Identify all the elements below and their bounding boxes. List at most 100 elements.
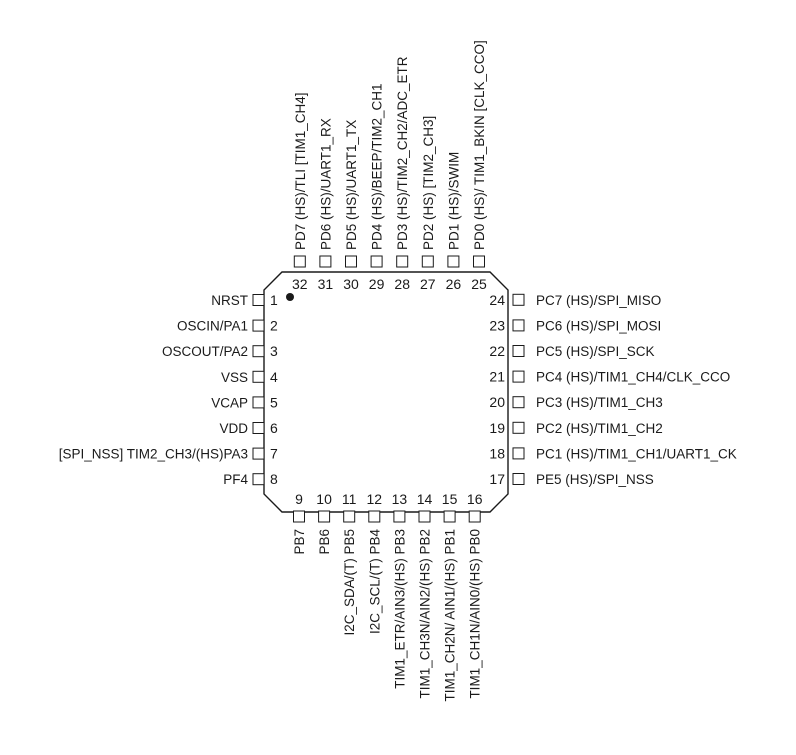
- pin-28-pad: [396, 255, 409, 268]
- pin-32: 32 PD7 (HS)/TLI [TIM1_CH4]: [292, 92, 308, 292]
- pin-15-label: TIM1_CH2N/ AIN1/(HS) PB1: [443, 529, 458, 702]
- pin-12-label: I2C_SCL/(T) PB4: [367, 529, 382, 635]
- pin-31-label: PD6 (HS)/UART1_RX: [318, 118, 333, 250]
- pin-9-label: PB7: [292, 529, 307, 555]
- pin-20-number: 20: [489, 394, 505, 410]
- pin-14-number: 14: [417, 491, 433, 507]
- pin-32-label: PD7 (HS)/TLI [TIM1_CH4]: [293, 92, 308, 250]
- pin-21-number: 21: [489, 369, 505, 385]
- pin-23-label: PC6 (HS)/SPI_MOSI: [536, 318, 661, 333]
- pin-31-number: 31: [318, 276, 334, 292]
- pin-14-label: TIM1_CH3N/AIN2/(HS) PB2: [418, 529, 433, 699]
- pin-10-pad: [318, 510, 331, 523]
- pin-15-pad: [443, 510, 456, 523]
- pin-11-number: 11: [342, 491, 357, 507]
- pin-1-number: 1: [270, 292, 278, 308]
- pin-5-pad: [252, 396, 265, 409]
- pin-4-pad: [252, 370, 265, 383]
- pin-7-pad: [252, 447, 265, 460]
- chip-body: [263, 271, 509, 513]
- pin-16-pad: [468, 510, 481, 523]
- pin-23-pad: [512, 319, 525, 332]
- pin1-marker-dot: [286, 293, 294, 301]
- pin-17-pad: [512, 473, 525, 485]
- pin-26-pad: [447, 255, 460, 268]
- pin-20-label: PC3 (HS)/TIM1_CH3: [536, 395, 663, 410]
- pin-7: 7[SPI_NSS] TIM2_CH3/(HS)PA3: [59, 446, 278, 462]
- pin-6-label: VDD: [219, 421, 248, 436]
- pin-18-label: PC1 (HS)/TIM1_CH1/UART1_CK: [536, 446, 737, 461]
- pin-28-label: PD3 (HS)/TIM2_CH2/ADC_ETR: [395, 56, 410, 250]
- pins-layer: 1NRST2OSCIN/PA13OSCOUT/PA24VSS5VCAP6VDD7…: [59, 40, 737, 701]
- pin-18-pad: [512, 447, 525, 460]
- pin-25-label: PD0 (HS)/ TIM1_BKIN [CLK_CCO]: [472, 40, 487, 250]
- pin-27-number: 27: [420, 276, 436, 292]
- pin-23-number: 23: [489, 317, 505, 333]
- pin-25-pad: [473, 255, 485, 268]
- pin-9-pad: [293, 510, 305, 523]
- pin-25: 25 PD0 (HS)/ TIM1_BKIN [CLK_CCO]: [471, 40, 487, 292]
- pin-30-label: PD5 (HS)/UART1_TX: [344, 120, 359, 250]
- pin-6-pad: [252, 422, 265, 434]
- pin-13-label: TIM1_ETR/AIN3/(HS) PB3: [392, 529, 407, 689]
- pin-19-number: 19: [489, 420, 505, 436]
- pin-32-pad: [293, 255, 306, 268]
- pin-2-number: 2: [270, 318, 278, 334]
- pin-26-label: PD1 (HS)/SWIM: [446, 152, 461, 250]
- pin-17-label: PE5 (HS)/SPI_NSS: [536, 472, 654, 487]
- pin-30: 30 PD5 (HS)/UART1_TX: [343, 120, 359, 292]
- pin-27-label: PD2 (HS) [TIM2_CH3]: [421, 116, 436, 250]
- pin-12-pad: [368, 510, 381, 523]
- pin-24-pad: [512, 293, 525, 306]
- pin-18-number: 18: [489, 445, 505, 461]
- pin-20-pad: [512, 396, 525, 409]
- pin-20: 20 PC3 (HS)/TIM1_CH3: [489, 394, 662, 410]
- pin-16-label: TIM1_CH1N/AIN0/(HS) PB0: [468, 529, 483, 699]
- pin-12-number: 12: [367, 491, 383, 507]
- pin-18: 18 PC1 (HS)/TIM1_CH1/UART1_CK: [489, 445, 736, 461]
- pin-6: 6 VDD: [219, 420, 278, 436]
- pin-31: 31 PD6 (HS)/UART1_RX: [318, 118, 334, 292]
- pin-31-pad: [319, 255, 332, 268]
- pin-8-pad: [252, 473, 265, 486]
- pin-19: 19 PC2 (HS)/TIM1_CH2: [489, 420, 662, 436]
- pin-17-number: 17: [489, 471, 505, 487]
- pin-1: 1 NRST: [211, 292, 278, 308]
- pin-11-label: I2C_SDA/(T) PB5: [342, 529, 357, 636]
- pin-30-number: 30: [343, 276, 359, 292]
- pin-27: 27 PD2 (HS) [TIM2_CH3]: [420, 116, 436, 292]
- pin-32-number: 32: [292, 276, 308, 292]
- pin-8-number: 8: [270, 471, 278, 487]
- pin-29-pad: [370, 255, 383, 268]
- pin-19-label: PC2 (HS)/TIM1_CH2: [536, 421, 663, 436]
- pin-5-number: 5: [270, 394, 278, 410]
- pin-25-number: 25: [471, 276, 487, 292]
- pin-1-label: NRST: [211, 293, 248, 308]
- pin-24-label: PC7 (HS)/SPI_MISO: [536, 293, 661, 308]
- pin-6-number: 6: [270, 420, 278, 436]
- pin-10-number: 10: [316, 491, 332, 507]
- pin-30-pad: [345, 255, 357, 268]
- pin-22-label: PC5 (HS)/SPI_SCK: [536, 344, 655, 359]
- pin-22-pad: [512, 345, 525, 357]
- pin-4-number: 4: [270, 369, 278, 385]
- pin-7-label: [SPI_NSS] TIM2_CH3/(HS)PA3: [59, 447, 248, 462]
- pin-3-number: 3: [270, 343, 278, 359]
